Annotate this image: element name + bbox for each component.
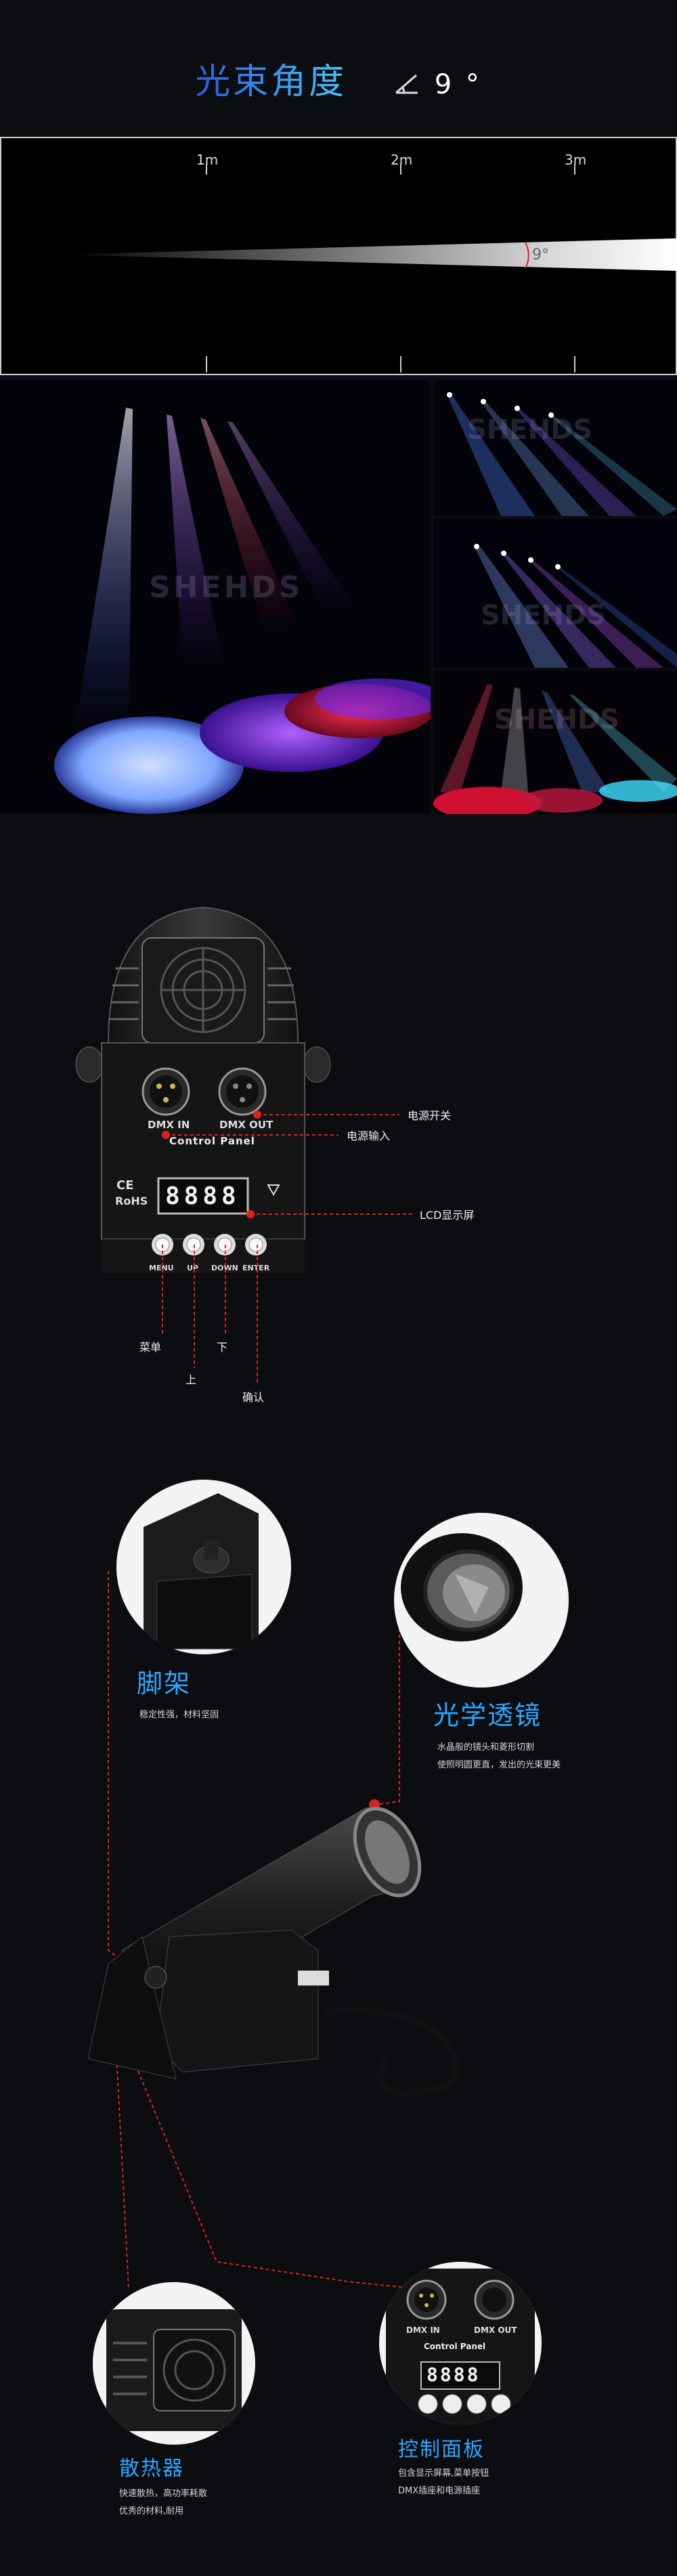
rohs-label: RoHS [115, 1195, 148, 1207]
callout-menu: 菜单 [139, 1341, 162, 1354]
beam-angle-label: 9° [532, 246, 549, 263]
control-panel-title: Control Panel [169, 1135, 255, 1147]
control-panel-title: 控制面板 [398, 2438, 485, 2462]
bracket-desc: 稳定性强，材料坚固 [139, 1710, 219, 1720]
distance-label-2m: 2m [391, 152, 413, 168]
watermark: SHEHDS [494, 704, 620, 735]
heat-sink-title: 散热器 [119, 2457, 184, 2481]
heat-sink-desc-line2: 优秀的材料,耐用 [119, 2506, 184, 2516]
dmx-out-label: DMX OUT [219, 1119, 274, 1131]
control-panel-product: DMX IN DMX OUT Control Panel 8888 CE RoH… [74, 887, 332, 1307]
menu-button-label: MENU [149, 1264, 174, 1272]
callout-power-input: 电源输入 [347, 1130, 391, 1142]
page-title: 光束角度 9 ° [0, 53, 677, 104]
callout-down: 下 [217, 1341, 228, 1354]
detail-panel-title: Control Panel [424, 2342, 486, 2351]
bracket-title: 脚架 [137, 1669, 192, 1698]
callout-lcd-display: LCD显示屏 [420, 1209, 475, 1222]
effect-photo-main: SHEHDS [0, 381, 431, 814]
control-panel-desc-line2: DMX插座和电源插座 [398, 2486, 481, 2496]
bracket-detail-image [116, 1480, 291, 1654]
pinspot-product-image [68, 1761, 501, 2113]
control-panel-detail-image: DMX IN DMX OUT Control Panel 8888 [379, 2262, 542, 2424]
optical-lens-detail-image [394, 1513, 569, 1688]
effect-photo-bottom-right: SHEHDS [433, 670, 677, 814]
angle-icon [393, 72, 420, 95]
effect-photo-mid-right: SHEHDS [433, 519, 677, 668]
ce-mark: CE [116, 1178, 134, 1193]
watermark: SHEHDS [467, 414, 593, 446]
lcd-display: 8888 [165, 1182, 240, 1210]
angle-value: 9 ° [434, 69, 482, 100]
down-button-label: DOWN [211, 1264, 238, 1272]
distance-label-3m: 3m [565, 152, 587, 168]
callout-confirm: 确认 [242, 1391, 265, 1404]
heat-sink-desc-line1: 快速散热，高功率耗散 [119, 2489, 208, 2499]
heat-sink-detail-image [93, 2282, 255, 2445]
optical-lens-desc-line2: 使照明圆更直，发出的光束更美 [437, 1760, 561, 1770]
optical-lens-desc-line1: 水晶般的镜头和菱形切割 [437, 1742, 535, 1753]
detail-dmx-out-label: DMX OUT [474, 2325, 517, 2335]
up-button-label: UP [187, 1264, 198, 1272]
distance-label-1m: 1m [196, 152, 219, 168]
detail-dmx-in-label: DMX IN [406, 2325, 440, 2335]
callout-up: 上 [185, 1373, 197, 1386]
dmx-in-label: DMX IN [148, 1119, 190, 1131]
watermark: SHEHDS [481, 600, 607, 631]
watermark: SHEHDS [149, 570, 303, 605]
effect-photo-top-right: SHEHDS [433, 381, 677, 516]
control-panel-desc-line1: 包含显示屏幕,菜单按钮 [398, 2468, 489, 2478]
optical-lens-title: 光学透镜 [433, 1700, 542, 1730]
beam-angle-diagram: 1m 2m 3m 9° [0, 137, 677, 375]
title-text: 光束角度 [195, 62, 347, 102]
detail-lcd-display: 8888 [427, 2363, 481, 2386]
enter-button-label: ENTER [242, 1264, 270, 1272]
callout-power-switch: 电源开关 [408, 1109, 452, 1122]
